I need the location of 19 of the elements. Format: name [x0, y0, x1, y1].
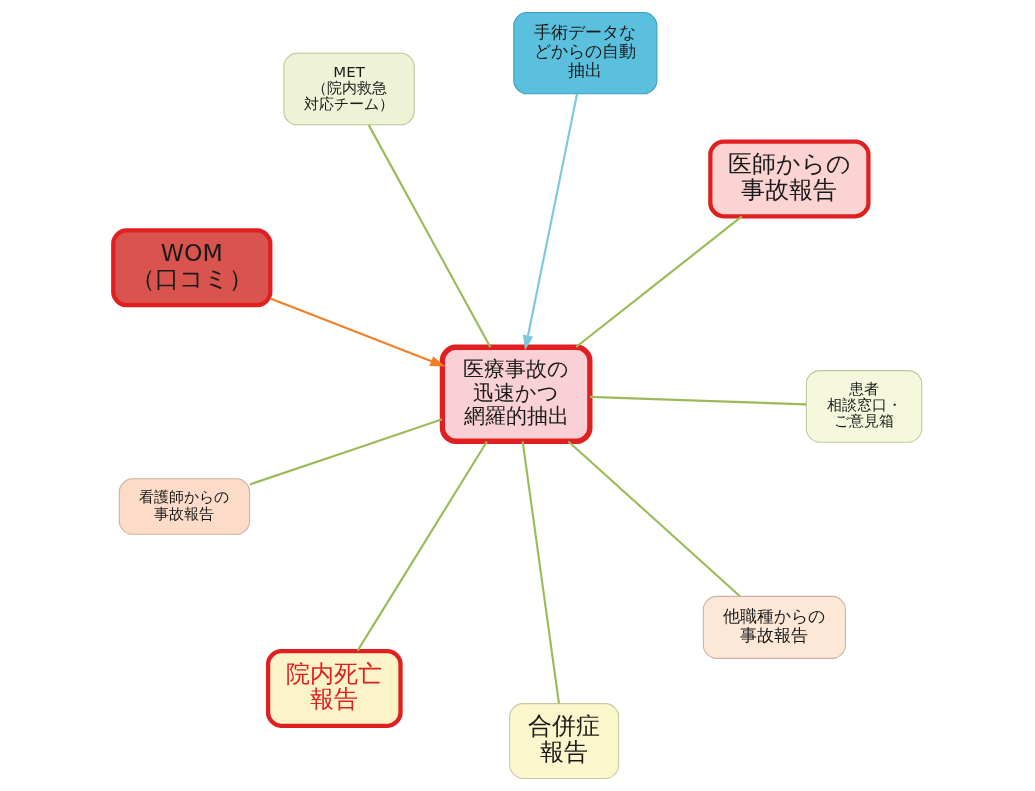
node-box: 患者相談窓口・ご意見箱	[805, 370, 923, 443]
node-box: WOM （口コミ）	[111, 228, 273, 308]
connector	[589, 395, 807, 406]
connector	[575, 215, 743, 348]
node-box: MET （院内救急対応チーム）	[283, 52, 415, 126]
arrow	[269, 297, 446, 367]
node-box: 医療事故の迅速かつ網羅的抽出	[439, 344, 593, 444]
node-box: 他職種からの事故報告	[702, 595, 846, 659]
connector	[521, 441, 561, 704]
connector	[367, 124, 492, 348]
node-box: 手術データなどからの自動抽出	[513, 12, 658, 95]
arrow	[522, 93, 579, 351]
connector	[567, 440, 741, 598]
node-box: 合併症報告	[509, 703, 620, 779]
node-box: 看護師からの事故報告	[118, 478, 251, 535]
node-box: 院内死亡報告	[265, 648, 403, 728]
connector	[356, 440, 488, 652]
connector	[249, 418, 443, 486]
node-box: 医師からの事故報告	[708, 139, 871, 219]
